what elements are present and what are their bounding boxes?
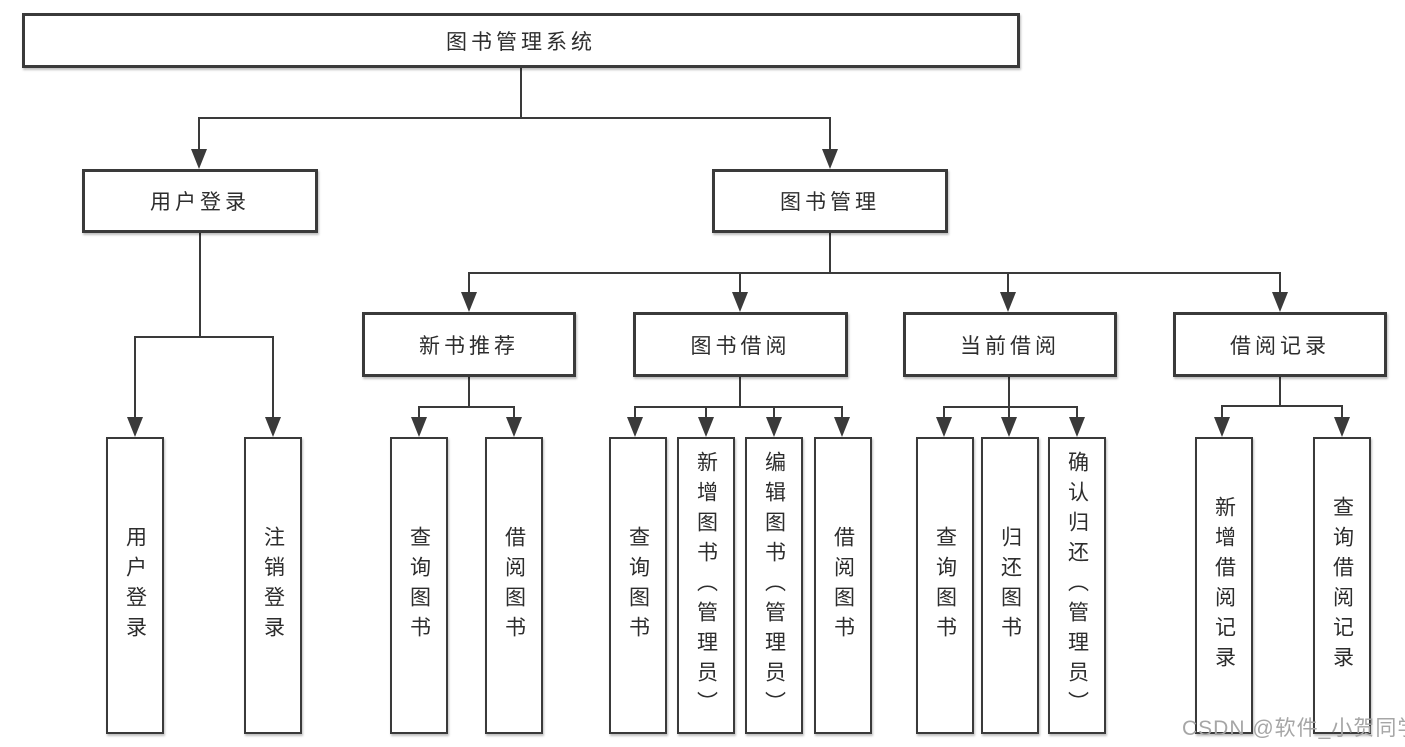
arrowhead-leaf-nb-borrow bbox=[506, 417, 522, 437]
arrowhead-leaf-bb-add bbox=[698, 417, 714, 437]
connector-records-leaves-hline bbox=[1222, 405, 1343, 407]
node-root-label: 图书管理系统 bbox=[446, 30, 596, 54]
connector-leaf-br-query-shaft bbox=[1341, 405, 1343, 420]
leaf-records-query: 查询借阅记录 bbox=[1313, 437, 1371, 734]
arrowhead-new-books bbox=[461, 292, 477, 312]
arrowhead-leaf-br-add bbox=[1214, 417, 1230, 437]
connector-user-leaves-hline bbox=[135, 336, 274, 338]
leaf-current-confirm-label: 确认归还（管理员） bbox=[1065, 450, 1089, 721]
leaf-records-add: 新增借阅记录 bbox=[1195, 437, 1253, 734]
node-user-login: 用户登录 bbox=[82, 169, 318, 233]
connector-leaf-login-shaft bbox=[134, 336, 136, 421]
leaf-records-query-label: 查询借阅记录 bbox=[1330, 495, 1354, 676]
connector-leaf-bb-edit-shaft bbox=[773, 406, 775, 420]
arrowhead-leaf-cb-confirm bbox=[1069, 417, 1085, 437]
connector-leaf-nb-borrow-shaft bbox=[513, 406, 515, 420]
leaf-newbooks-query: 查询图书 bbox=[390, 437, 448, 734]
node-current-borrow-label: 当前借阅 bbox=[960, 334, 1060, 358]
node-book-borrow: 图书借阅 bbox=[633, 312, 848, 377]
connector-leaf-cb-return-shaft bbox=[1008, 406, 1010, 420]
node-new-books: 新书推荐 bbox=[362, 312, 576, 377]
leaf-borrow-edit: 编辑图书（管理员） bbox=[745, 437, 803, 734]
node-borrow-records: 借阅记录 bbox=[1173, 312, 1387, 377]
leaf-borrow-edit-label: 编辑图书（管理员） bbox=[762, 450, 786, 721]
connector-newbooks-leaves-hline bbox=[419, 406, 515, 408]
arrowhead-leaf-cb-return bbox=[1001, 417, 1017, 437]
node-book-borrow-label: 图书借阅 bbox=[690, 334, 791, 358]
leaf-current-confirm: 确认归还（管理员） bbox=[1048, 437, 1106, 734]
arrowhead-book-borrow bbox=[732, 292, 748, 312]
leaf-records-add-label: 新增借阅记录 bbox=[1212, 495, 1236, 676]
node-book-mgmt-label: 图书管理 bbox=[780, 191, 880, 214]
node-root: 图书管理系统 bbox=[22, 13, 1020, 68]
connector-current-borrow-shaft bbox=[1007, 272, 1009, 297]
connector-leaf-logout-shaft bbox=[272, 336, 274, 421]
leaf-current-return-label: 归还图书 bbox=[998, 525, 1022, 646]
connector-level2-hline bbox=[199, 117, 831, 119]
arrowhead-current-borrow bbox=[1000, 292, 1016, 312]
leaf-logout-label: 注销登录 bbox=[261, 525, 285, 646]
leaf-current-return: 归还图书 bbox=[981, 437, 1039, 734]
arrowhead-borrow-records bbox=[1272, 292, 1288, 312]
arrowhead-leaf-bb-query bbox=[627, 417, 643, 437]
arrowhead-leaf-cb-query bbox=[936, 417, 952, 437]
arrowhead-leaf-bb-edit bbox=[766, 417, 782, 437]
connector-level3-hline bbox=[469, 272, 1281, 274]
connector-leaf-bb-borrow-shaft bbox=[841, 406, 843, 420]
connector-book-borrow-shaft bbox=[739, 272, 741, 297]
leaf-newbooks-borrow: 借阅图书 bbox=[485, 437, 543, 734]
leaf-borrow-book-label: 借阅图书 bbox=[831, 525, 855, 646]
connector-user-login-stub bbox=[199, 233, 201, 336]
connector-leaf-nb-query-shaft bbox=[418, 406, 420, 420]
node-user-login-label: 用户登录 bbox=[150, 191, 250, 214]
arrowhead-leaf-login bbox=[127, 417, 143, 437]
arrowhead-leaf-br-query bbox=[1334, 417, 1350, 437]
leaf-borrow-query: 查询图书 bbox=[609, 437, 667, 734]
leaf-newbooks-query-label: 查询图书 bbox=[407, 525, 431, 646]
watermark: CSDN @软件_小贺同学 bbox=[1182, 717, 1405, 740]
connector-root-stub bbox=[520, 68, 522, 117]
connector-book-borrow-stub bbox=[739, 377, 741, 408]
node-current-borrow: 当前借阅 bbox=[903, 312, 1117, 377]
node-new-books-label: 新书推荐 bbox=[419, 334, 519, 358]
leaf-borrow-query-label: 查询图书 bbox=[626, 525, 650, 646]
leaf-logout: 注销登录 bbox=[244, 437, 302, 734]
connector-current-borrow-stub bbox=[1008, 377, 1010, 408]
leaf-current-query: 查询图书 bbox=[916, 437, 974, 734]
leaf-current-query-label: 查询图书 bbox=[933, 525, 957, 646]
leaf-user-login: 用户登录 bbox=[106, 437, 164, 734]
arrowhead-book-mgmt bbox=[822, 149, 838, 169]
connector-leaf-cb-confirm-shaft bbox=[1076, 406, 1078, 420]
leaf-borrow-add: 新增图书（管理员） bbox=[677, 437, 735, 734]
leaf-borrow-book: 借阅图书 bbox=[814, 437, 872, 734]
arrowhead-leaf-nb-query bbox=[411, 417, 427, 437]
connector-new-books-shaft bbox=[468, 272, 470, 297]
connector-book-mgmt-stub bbox=[829, 233, 831, 274]
connector-borrow-records-stub bbox=[1279, 377, 1281, 407]
connector-borrow-records-shaft bbox=[1279, 272, 1281, 297]
node-book-mgmt: 图书管理 bbox=[712, 169, 948, 233]
connector-new-books-stub bbox=[468, 377, 470, 408]
arrowhead-user-login bbox=[191, 149, 207, 169]
leaf-user-login-label: 用户登录 bbox=[123, 525, 147, 646]
arrowhead-leaf-bb-borrow bbox=[834, 417, 850, 437]
connector-leaf-br-add-shaft bbox=[1221, 405, 1223, 420]
connector-current-leaves-hline bbox=[944, 406, 1078, 408]
connector-user-login-shaft bbox=[198, 117, 200, 163]
connector-book-mgmt-shaft bbox=[829, 117, 831, 163]
arrowhead-leaf-logout bbox=[265, 417, 281, 437]
connector-leaf-cb-query-shaft bbox=[943, 406, 945, 420]
leaf-newbooks-borrow-label: 借阅图书 bbox=[502, 525, 526, 646]
connector-leaf-bb-add-shaft bbox=[705, 406, 707, 420]
node-borrow-records-label: 借阅记录 bbox=[1230, 334, 1330, 358]
connector-leaf-bb-query-shaft bbox=[634, 406, 636, 420]
connector-bookborrow-leaves-hline bbox=[635, 406, 843, 408]
leaf-borrow-add-label: 新增图书（管理员） bbox=[694, 450, 718, 721]
